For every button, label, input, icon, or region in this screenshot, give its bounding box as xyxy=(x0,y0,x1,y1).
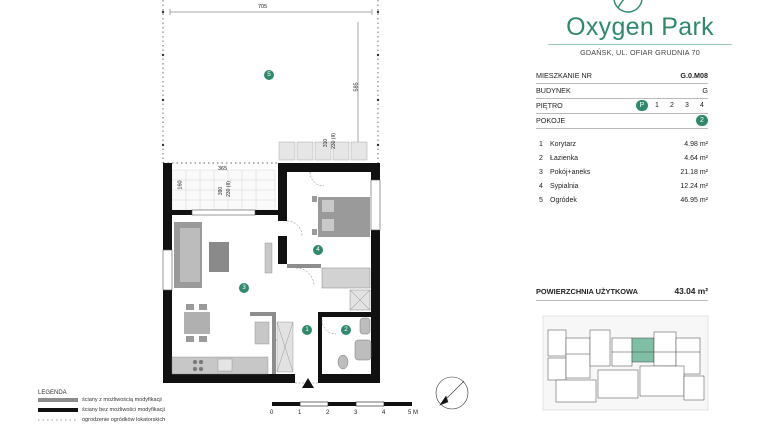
list-item: 3 Pokój+aneks 21.18 m² xyxy=(536,169,708,183)
apartment-value: G.0.M08 xyxy=(680,71,708,80)
room-marker-garden: 5 xyxy=(264,70,274,80)
hall-cabinet xyxy=(254,321,270,345)
scale-tick-label: 0 xyxy=(270,410,274,416)
scale-tick-label: 5 M xyxy=(408,410,419,416)
floor-option-3[interactable]: 3 xyxy=(685,102,689,109)
dim-d: 230 (II) xyxy=(330,133,337,149)
building-label: BUDYNEK xyxy=(536,86,571,95)
rooms-label: POKOJE xyxy=(536,116,566,125)
sofa xyxy=(174,222,202,288)
brand-address: GDAŃSK, UL. OFIAR GRUDNIA 70 xyxy=(580,48,700,57)
room-name: Sypialnia xyxy=(550,183,579,190)
room-name: Korytarz xyxy=(550,141,577,148)
scale-tick-label: 2 xyxy=(326,410,330,416)
room-area: 21.18 m² xyxy=(680,169,708,176)
dim-b: 230 (II) xyxy=(225,181,232,197)
legend-swatches xyxy=(38,398,78,421)
scale-tick-label: 1 xyxy=(298,410,302,416)
tv-unit xyxy=(264,242,273,274)
dim-garden-width: 705 xyxy=(258,4,268,10)
floor-label: PIĘTRO xyxy=(536,101,563,110)
legend-item-modifiable: ściany z możliwością modyfikacji xyxy=(82,397,162,403)
list-item: 1 Korytarz 4.98 m² xyxy=(536,141,708,155)
legend-item-unmodifiable: ściany bez możliwości modyfikacji xyxy=(82,407,165,413)
terrace-tiles xyxy=(171,169,276,211)
bed xyxy=(312,196,370,237)
room-name: Ogródek xyxy=(550,197,577,204)
room-marker-hall: 1 xyxy=(302,325,312,335)
dim-a: 390 xyxy=(218,186,225,196)
row-rooms: POKOJE 2 xyxy=(536,114,708,129)
brand-leaf-logo xyxy=(613,0,643,13)
room-area: 46.95 m² xyxy=(680,197,708,204)
rooms-badge: 2 xyxy=(696,115,708,126)
garden-fence xyxy=(162,0,379,164)
garden-paving xyxy=(278,141,368,161)
brand-divider xyxy=(548,44,732,45)
scale-tick-label: 4 xyxy=(382,410,386,416)
list-item: 5 Ogródek 46.95 m² xyxy=(536,197,708,211)
floor-option-4[interactable]: 4 xyxy=(700,102,704,109)
fence-posts xyxy=(161,10,380,147)
floor-option-1[interactable]: 1 xyxy=(655,102,659,109)
site-key-plan xyxy=(542,315,709,411)
rooms-value-wrap: 2 xyxy=(696,115,708,126)
room-area: 4.98 m² xyxy=(684,141,708,148)
scale-bar xyxy=(272,401,412,407)
windows xyxy=(162,179,381,291)
room-marker-bathroom: 2 xyxy=(341,325,351,335)
room-area: 12.24 m² xyxy=(680,183,708,190)
list-item: 2 Łazienka 4.64 m² xyxy=(536,155,708,169)
dim-balcony-depth: 160 xyxy=(177,180,184,190)
room-number: 2 xyxy=(539,155,543,162)
usable-area: POWIERZCHNIA UŻYTKOWA 43.04 m² xyxy=(536,286,708,301)
apartment-info: MIESZKANIE NR G.0.M08 BUDYNEK G PIĘTRO P… xyxy=(536,69,708,129)
list-item: 4 Sypialnia 12.24 m² xyxy=(536,183,708,197)
apartment-label: MIESZKANIE NR xyxy=(536,71,592,80)
floor-option-p[interactable]: P xyxy=(636,100,648,111)
garden-dimension-line xyxy=(169,9,373,160)
kitchen-counter xyxy=(171,356,269,375)
room-number: 1 xyxy=(539,141,543,148)
room-number: 5 xyxy=(539,197,543,204)
compass xyxy=(435,376,469,410)
usable-area-label: POWIERZCHNIA UŻYTKOWA xyxy=(536,287,638,296)
room-name: Łazienka xyxy=(550,155,579,162)
room-list: 1 Korytarz 4.98 m² 2 Łazienka 4.64 m² 3 … xyxy=(536,141,708,211)
room-number: 3 xyxy=(539,169,543,176)
room-number: 4 xyxy=(539,183,543,190)
room-marker-bedroom: 4 xyxy=(313,245,323,255)
building-value: G xyxy=(702,86,708,95)
room-name: Pokój+aneks xyxy=(550,169,591,176)
rug xyxy=(209,242,229,272)
scale-tick-label: 3 xyxy=(354,410,358,416)
legend-item-fence: ogrodzenie ogródków lokatorskich xyxy=(82,417,166,423)
room-area: 4.64 m² xyxy=(684,155,708,162)
bathroom-fixtures xyxy=(337,317,372,370)
dining-set xyxy=(184,304,210,342)
legend-title: LEGENDA xyxy=(38,390,67,396)
floor-option-2[interactable]: 2 xyxy=(670,102,674,109)
shower xyxy=(349,289,371,311)
dim-c: 310 xyxy=(323,138,330,148)
usable-area-value: 43.04 m² xyxy=(674,286,708,296)
row-apartment: MIESZKANIE NR G.0.M08 xyxy=(536,69,708,84)
dim-balcony-width: 365 xyxy=(218,166,228,172)
room-marker-living: 3 xyxy=(239,283,249,293)
hall-closet xyxy=(276,321,294,373)
row-building: BUDYNEK G xyxy=(536,84,708,99)
walls-modifiable xyxy=(250,264,321,374)
brand-name: Oxygen Park xyxy=(566,13,714,41)
entrance-arrow xyxy=(302,378,314,388)
dim-garden-depth: 585 xyxy=(353,82,360,92)
wardrobe xyxy=(321,267,371,289)
